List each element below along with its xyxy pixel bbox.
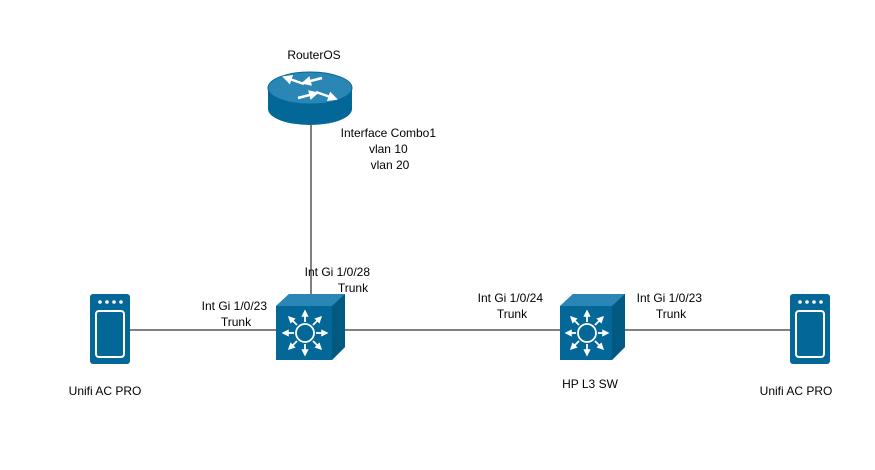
core-hp-port-label: Int Gi 1/0/24 Trunk bbox=[478, 291, 547, 321]
router-label: RouterOS bbox=[287, 48, 340, 62]
hp-switch-icon[interactable] bbox=[560, 294, 625, 360]
hp-right-ap-port-label: Int Gi 1/0/23 Trunk bbox=[637, 291, 706, 321]
core-uplink-label: Int Gi 1/0/28 Trunk bbox=[305, 265, 374, 295]
left-ap-label: Unifi AC PRO bbox=[69, 384, 142, 398]
hp-switch-label: HP L3 SW bbox=[562, 377, 618, 391]
right-ap-label: Unifi AC PRO bbox=[760, 384, 833, 398]
router-icon[interactable] bbox=[267, 71, 353, 125]
left-access-point-icon[interactable] bbox=[90, 294, 130, 364]
router-interface-label: Interface Combo1 vlan 10 vlan 20 bbox=[341, 126, 440, 172]
core-switch-icon[interactable] bbox=[276, 294, 345, 360]
left-ap-port-label: Int Gi 1/0/23 Trunk bbox=[202, 299, 271, 329]
right-access-point-icon[interactable] bbox=[790, 294, 830, 364]
